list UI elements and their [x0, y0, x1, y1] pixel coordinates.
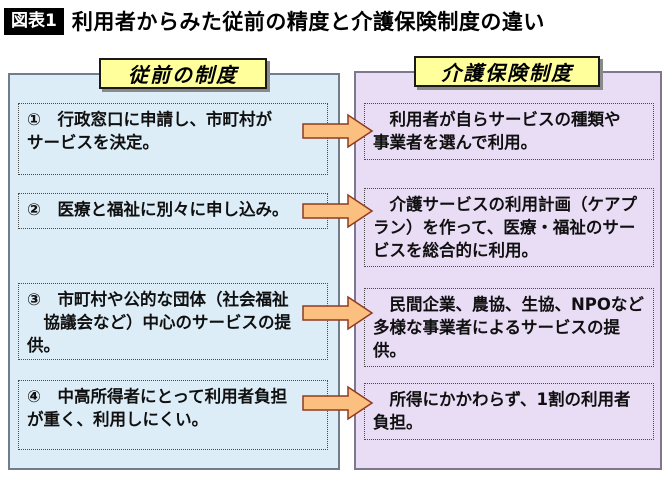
- insurance-system-item-4: 所得にかかわらず、1割の利用者 負担。: [364, 383, 654, 440]
- old-system-item-3: ③ 市町村や公的な団体（社会福祉 協議会など）中心のサービスの提 供。: [18, 283, 328, 360]
- block-arrow-right-icon: [302, 385, 374, 421]
- figure-number-badge: 図表1: [4, 7, 64, 35]
- insurance-system-item-3: 民間企業、農協、生協、NPOなど 多様な事業者によるサービスの提 供。: [364, 288, 654, 367]
- block-arrow-right-icon: [302, 193, 374, 229]
- old-system-item-1: ① 行政窓口に申請し、市町村が サービスを決定。: [18, 103, 328, 175]
- old-system-item-4: ④ 中高所得者にとって利用者負担 が重く、利用しにくい。: [18, 380, 328, 450]
- insurance-system-panel: [354, 71, 662, 470]
- old-system-item-2: ② 医療と福祉に別々に申し込み。: [18, 193, 328, 229]
- insurance-system-item-1: 利用者が自らサービスの種類や 事業者を選んで利用。: [364, 103, 654, 160]
- old-system-panel-title: 従前の制度: [99, 58, 267, 89]
- figure-header: 図表1 利用者からみた従前の精度と介護保険制度の違い: [4, 6, 545, 36]
- block-arrow-right-icon: [302, 113, 374, 149]
- insurance-system-item-2: 介護サービスの利用計画（ケアプ ラン）を作って、医療・福祉のサー ビスを総合的に…: [364, 188, 654, 267]
- insurance-system-panel-title: 介護保険制度: [414, 56, 600, 87]
- block-arrow-right-icon: [302, 295, 374, 331]
- figure-title: 利用者からみた従前の精度と介護保険制度の違い: [71, 10, 545, 34]
- old-system-panel: [8, 73, 340, 470]
